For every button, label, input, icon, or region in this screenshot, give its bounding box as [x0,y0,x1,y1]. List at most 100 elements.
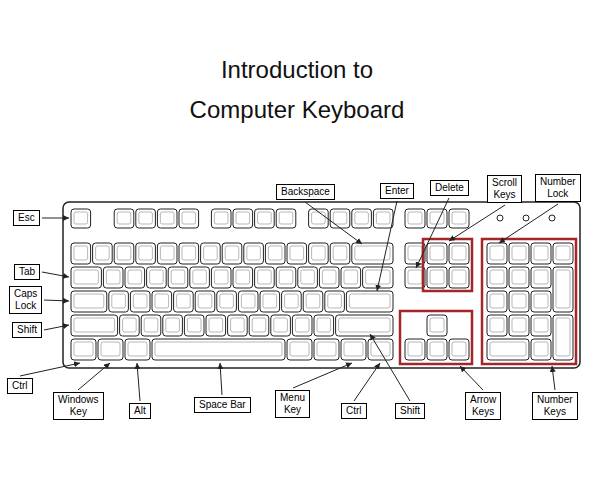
leader-line [137,363,140,401]
key-top [490,246,504,260]
key [373,209,393,228]
callout-label: Shift [12,322,42,338]
callout-label: Esc [13,210,40,226]
key [244,243,264,264]
key-cap [330,209,350,228]
key-cap [553,315,573,360]
key-top [268,246,282,260]
key-cap [314,339,339,360]
key-top [333,246,347,260]
label-text: Number Keys [537,394,573,418]
key-cap [98,339,123,360]
key-top [490,318,504,332]
highlight-regions [400,239,576,364]
callout-label: Delete [430,180,469,196]
key-cap [152,339,285,360]
key-cap [531,243,551,264]
key [336,315,393,336]
key-top [155,342,282,356]
key-top [150,270,164,284]
key-cap [531,291,551,312]
key [298,267,318,288]
key-top [344,342,363,356]
key-top [74,246,88,260]
key-top [112,294,126,308]
key [168,267,188,288]
key [120,315,140,336]
highlight-box [423,239,472,291]
key [249,315,269,336]
key-cap [114,209,134,228]
key [157,243,177,264]
key-top [117,246,131,260]
key-cap [179,209,199,228]
key-top [512,294,526,308]
key-top [490,342,526,356]
key [368,339,393,360]
leader-line [78,363,110,390]
key [71,243,91,264]
callout-label: Tab [14,264,40,280]
key-cap [211,209,231,228]
key [276,209,296,228]
key-cap [255,267,275,288]
key-cap [244,243,264,264]
key-cap [487,267,507,288]
key [449,209,469,228]
key-top [155,294,169,308]
key-cap [201,243,221,264]
key-top [355,212,369,224]
key-cap [487,315,507,336]
key [487,291,507,312]
key-top [556,246,570,260]
key-top [133,294,147,308]
key-top [182,212,196,224]
key-cap [487,243,507,264]
key-top [182,246,196,260]
key-top [101,342,120,356]
key-cap [147,267,167,288]
key-cap [346,291,393,312]
callout-label: Space Bar [194,397,251,413]
key-top [214,212,228,224]
key-top [333,212,347,224]
key [352,209,372,228]
key-cap [276,209,296,228]
leader-line [20,363,80,376]
key [238,291,258,312]
label-text: Tab [19,266,35,278]
callout-label: Menu Key [275,390,310,418]
key-top [139,212,153,224]
key [427,243,447,264]
leader-line [377,201,397,291]
key [222,243,242,264]
key-top [204,246,218,260]
key-cap [71,291,107,312]
key [427,267,447,288]
indicator-light [549,215,555,221]
key [531,243,551,264]
label-text: Menu Key [280,392,305,416]
key-top [247,246,261,260]
key-cap [233,209,253,228]
key-cap [509,291,529,312]
key-top [490,270,504,284]
key-top [160,212,174,224]
key [314,315,334,336]
key-cap [271,315,291,336]
key-top [214,270,228,284]
key-cap [136,243,156,264]
key-top [534,246,548,260]
key-top [534,342,548,356]
key [553,243,573,264]
key [152,339,285,360]
key-top [123,318,137,332]
key [282,291,302,312]
key-cap [136,209,156,228]
key-top [452,342,466,356]
key [531,291,551,312]
key-top [430,342,444,356]
key [287,243,307,264]
label-text: Backspace [281,186,330,198]
key [531,339,551,360]
